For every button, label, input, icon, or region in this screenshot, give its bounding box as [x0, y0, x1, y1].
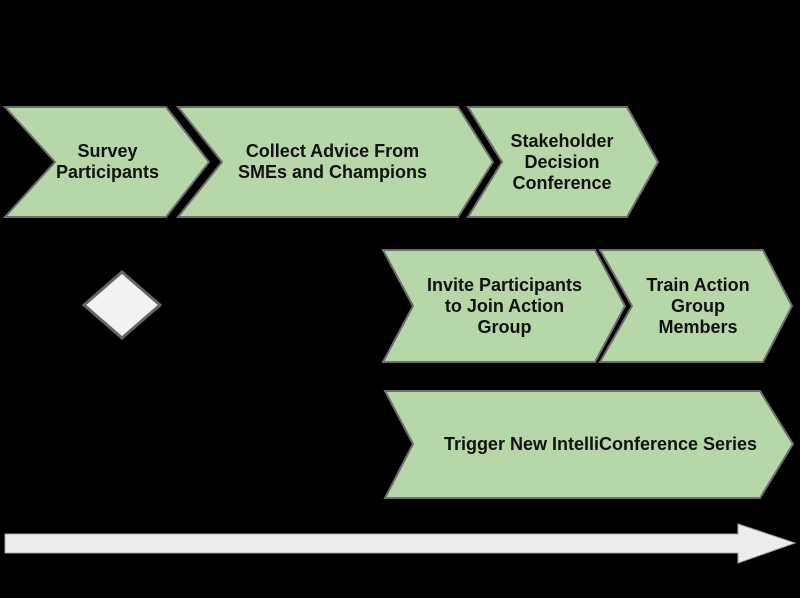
chevron-invite-participants [381, 249, 627, 363]
chevron-trigger-new-intelliconference [383, 390, 795, 499]
chevron-survey-participants [2, 106, 211, 218]
chevron-train-action-group [598, 249, 794, 363]
timeline-arrow-icon [4, 523, 797, 564]
chevron-stakeholder-decision-conference [466, 106, 660, 218]
decision-diamond [81, 270, 163, 340]
chevron-collect-advice [175, 106, 495, 218]
